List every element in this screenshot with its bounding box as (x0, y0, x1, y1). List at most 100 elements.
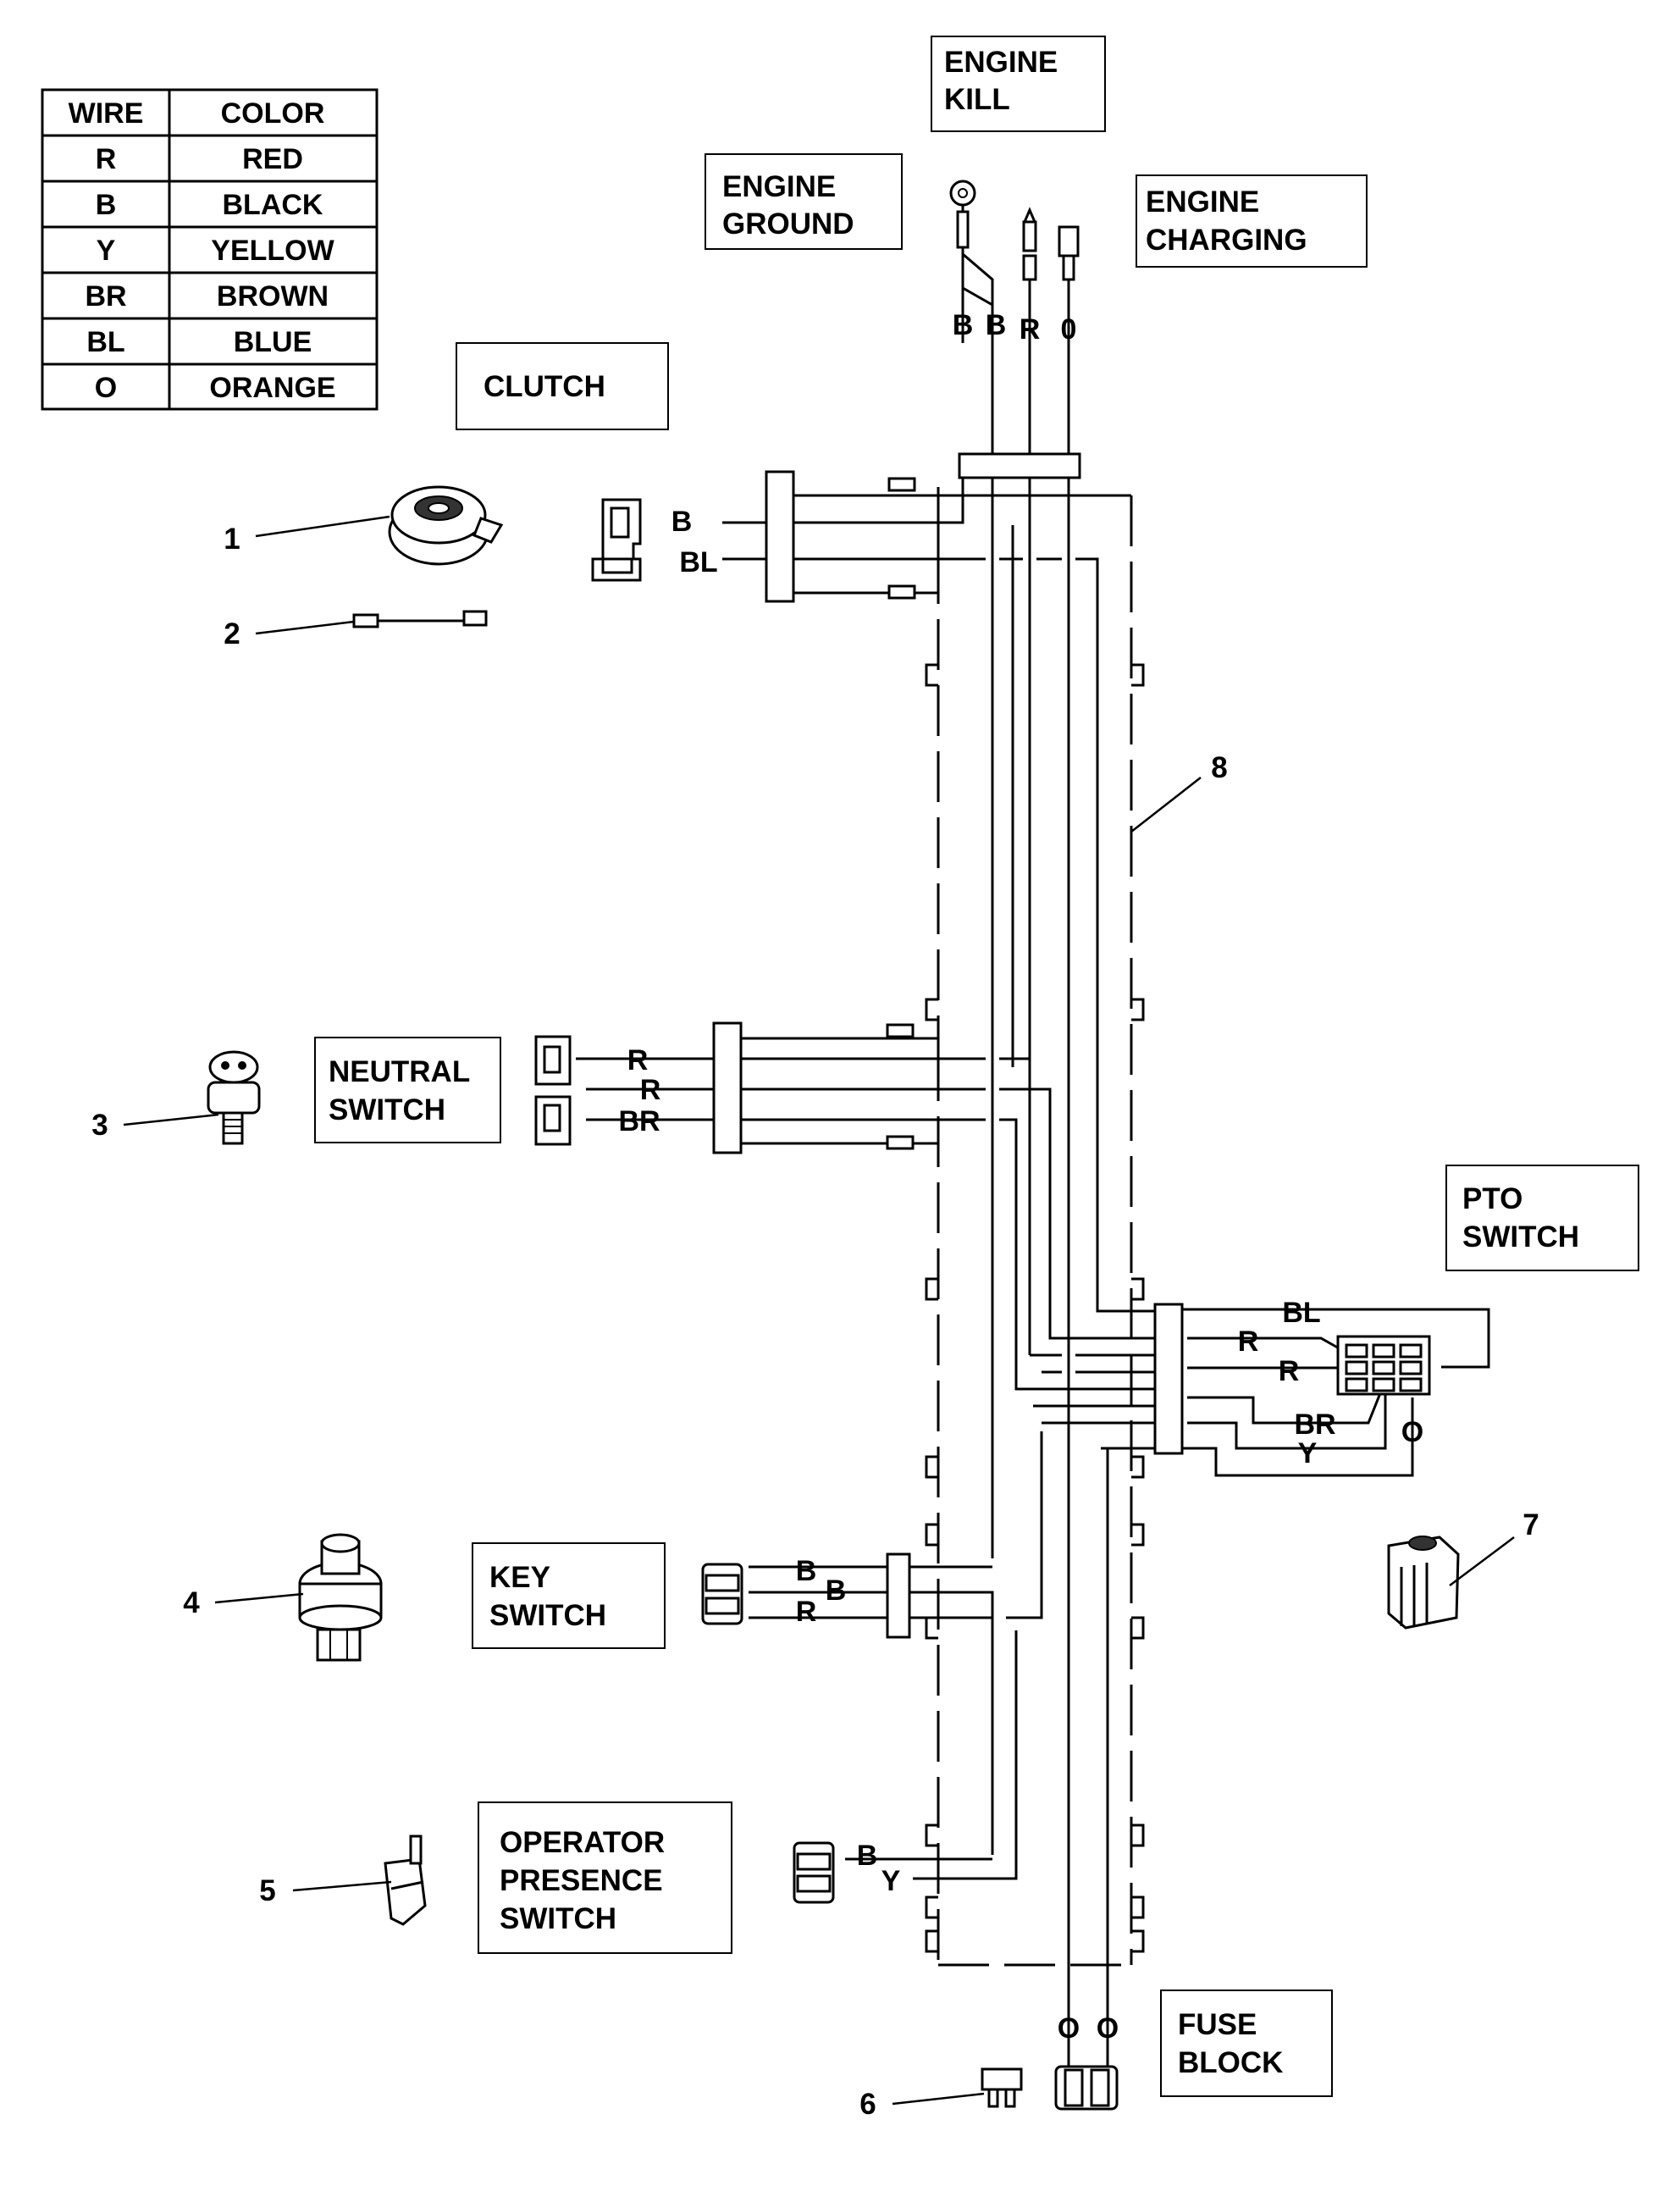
label-line: ENGINE (944, 46, 1058, 79)
part-pto-switch (1387, 1536, 1460, 1630)
label-engine-ground: ENGINE GROUND (705, 153, 903, 250)
wire-tag: Y (1298, 1437, 1318, 1469)
label-line: SWITCH (329, 1093, 445, 1126)
wire-tag: R (796, 1596, 817, 1628)
legend-wire-code: BR (85, 280, 126, 313)
key-plug (701, 1563, 743, 1625)
connector-engine (958, 452, 1081, 479)
label-line: ENGINE (722, 170, 836, 203)
bullet-terminal-icon (1022, 220, 1037, 252)
operator-plug (793, 1841, 835, 1904)
label-pto-switch: PTO SWITCH (1445, 1165, 1639, 1271)
harness-connectors (712, 452, 1184, 1639)
callout-number: 8 (1211, 751, 1227, 784)
part-clutch (388, 485, 504, 566)
wire-tag: R (1279, 1355, 1300, 1387)
wire-tag: 0 (1061, 313, 1077, 346)
label-line: OPERATOR (500, 1826, 665, 1859)
legend-color-name: BROWN (217, 280, 329, 313)
wire-tag: B (796, 1555, 817, 1587)
operator-switch-icon (384, 1857, 427, 1926)
neutral-switch-icon (207, 1081, 261, 1115)
legend-color-name: YELLOW (211, 235, 334, 267)
label-line: GROUND (722, 208, 854, 241)
legend-color-name: RED (242, 143, 303, 175)
label-engine-kill: ENGINE KILL (931, 36, 1106, 132)
legend-wire-code: B (96, 189, 117, 221)
wire-tag: O (1401, 1416, 1423, 1448)
connector-key (886, 1552, 911, 1639)
callout-number: 5 (259, 1874, 275, 1907)
connector-neutral (712, 1021, 743, 1154)
label-line: KEY (489, 1561, 550, 1594)
label-line: FUSE (1178, 2008, 1257, 2041)
label-neutral-switch: NEUTRAL SWITCH (314, 1037, 501, 1143)
label-line: PRESENCE (500, 1864, 663, 1897)
fuse-holder (1054, 2065, 1119, 2111)
wire-tag: O (1097, 2012, 1119, 2045)
wire-tag: B (671, 506, 693, 538)
wire-tag: Y (881, 1865, 901, 1897)
label-line: BLOCK (1178, 2046, 1283, 2079)
pto-plug (1336, 1335, 1431, 1396)
legend-wire-code: BL (86, 326, 124, 358)
part-callouts: 1 2 3 4 5 6 7 8 (91, 515, 1539, 2121)
wire-tag: B (857, 1840, 878, 1872)
pto-switch-icon (1387, 1536, 1460, 1630)
wire-tag: R (640, 1074, 661, 1106)
wire-tag: R (627, 1044, 649, 1076)
wire-tag: BR (618, 1105, 660, 1137)
wire-tag: B (986, 309, 1007, 341)
connector-clutch (765, 470, 795, 603)
label-engine-charging: ENGINE CHARGING (1136, 174, 1368, 268)
label-line: CHARGING (1146, 224, 1307, 257)
engine-terminals (949, 180, 1080, 305)
part-neutral-switch (207, 1050, 261, 1145)
wire-tag: BL (679, 546, 717, 578)
wire-tag: R (1020, 313, 1041, 346)
legend-color-name: BLUE (234, 326, 312, 358)
label-line: NEUTRAL (329, 1055, 470, 1088)
callout-number: 6 (859, 2088, 876, 2121)
plug-icon (793, 1841, 835, 1904)
label-line: PTO (1462, 1182, 1522, 1215)
clutch-plug (591, 498, 642, 582)
wire-tag: B (826, 1574, 847, 1607)
wire-tag: BR (1294, 1408, 1335, 1441)
label-line: CLUTCH (484, 370, 605, 403)
legend-color-name: ORANGE (209, 372, 335, 404)
part-operator-presence-switch (384, 1835, 427, 1926)
wire-tag: BL (1282, 1297, 1320, 1329)
legend-header-color: COLOR (221, 97, 325, 130)
legend-wire-code: Y (97, 235, 116, 267)
part-fuse-lead (352, 610, 488, 628)
wire-tag: O (1058, 2012, 1080, 2045)
callout-number: 1 (224, 523, 240, 556)
wire-color-legend: WIRE COLOR R RED B BLACK Y YELLOW BR BRO… (41, 88, 379, 411)
wire-tag: R (1238, 1325, 1259, 1358)
label-clutch: CLUTCH (456, 342, 669, 430)
legend-wire-code: R (96, 143, 117, 175)
label-line: KILL (944, 83, 1010, 116)
wire-tag: B (953, 309, 974, 341)
label-line: SWITCH (500, 1902, 616, 1935)
label-line: ENGINE (1146, 185, 1259, 219)
label-operator-presence-switch: OPERATOR PRESENCE SWITCH (478, 1801, 732, 1954)
part-fuse (981, 2067, 1023, 2108)
neutral-plug (534, 1035, 572, 1146)
label-line: SWITCH (489, 1599, 606, 1632)
wire-runs (576, 254, 1490, 2067)
legend-color-name: BLACK (223, 189, 323, 221)
spade-terminal-icon (1058, 225, 1080, 257)
fuse-lead-icon (352, 613, 379, 628)
callout-number: 3 (91, 1109, 108, 1142)
callout-number: 4 (183, 1586, 200, 1619)
legend-wire-code: O (95, 372, 117, 404)
legend-header-wire: WIRE (69, 97, 144, 130)
part-key-switch (298, 1533, 383, 1662)
legend-frame (41, 88, 379, 411)
label-fuse-block: FUSE BLOCK (1160, 1990, 1333, 2097)
label-key-switch: KEY SWITCH (472, 1542, 666, 1649)
